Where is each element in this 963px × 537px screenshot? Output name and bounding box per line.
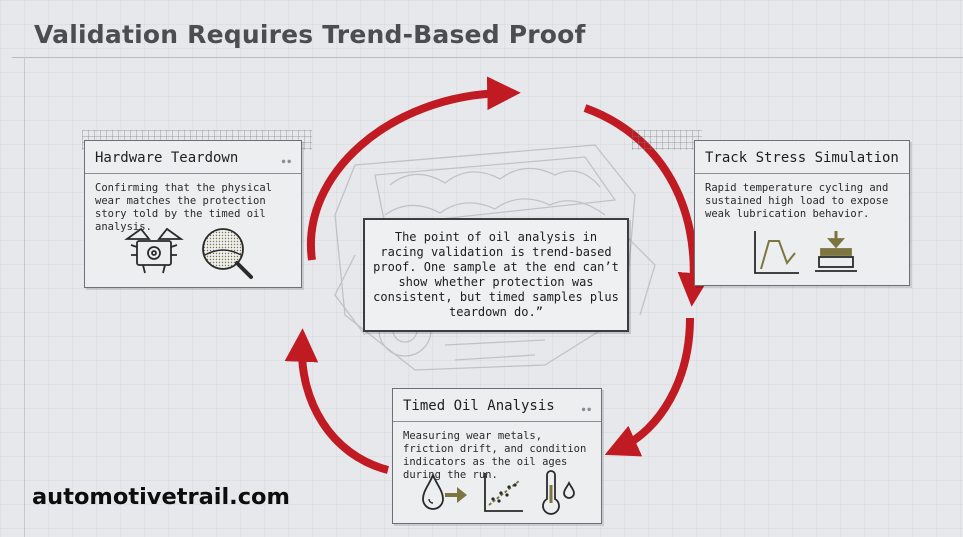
hatch-decoration-right	[632, 130, 702, 150]
left-guide-line	[24, 57, 25, 537]
engine-block-icon	[124, 227, 184, 274]
page-title: Validation Requires Trend-Based Proof	[34, 20, 586, 49]
site-watermark: automotivetrail.com	[32, 484, 290, 510]
center-quote: The point of oil analysis in racing vali…	[373, 230, 619, 319]
thermometer-drop-icon	[542, 470, 575, 515]
track-body: Rapid temperature cycling and sustained …	[705, 182, 889, 220]
arrow-right	[583, 104, 712, 307]
card-timed-oil-analysis: Timed Oil Analysis ●● Measuring wear met…	[392, 388, 602, 524]
track-heading: Track Stress Simulation	[705, 150, 899, 166]
temperature-cycle-chart-icon	[754, 231, 799, 274]
card-heading: Track Stress Simulation	[695, 141, 909, 174]
magnifier-icon	[202, 228, 253, 279]
arrow-left	[284, 328, 390, 474]
title-divider	[12, 57, 963, 58]
arrow-bottom-right	[604, 317, 694, 457]
arrow-top	[306, 76, 521, 261]
card-heading: Timed Oil Analysis ●●	[393, 389, 601, 422]
card-heading: Hardware Teardown ●●	[85, 141, 301, 174]
load-press-icon	[815, 231, 857, 272]
card-track-stress-simulation: Track Stress Simulation Rapid temperatur…	[694, 140, 910, 286]
oil-drop-arrow-icon	[422, 472, 467, 510]
oil-heading: Timed Oil Analysis	[403, 398, 555, 414]
dots-icon: ●●	[581, 406, 593, 413]
hardware-heading: Hardware Teardown	[95, 150, 239, 166]
center-quote-box: The point of oil analysis in racing vali…	[363, 218, 629, 332]
dots-icon: ●●	[281, 158, 293, 165]
hardware-body: Confirming that the physical wear matche…	[95, 182, 273, 233]
card-hardware-teardown: Hardware Teardown ●● Confirming that the…	[84, 140, 302, 288]
trend-scatter-icon	[484, 473, 523, 512]
oil-body: Measuring wear metals, friction drift, a…	[403, 430, 587, 481]
